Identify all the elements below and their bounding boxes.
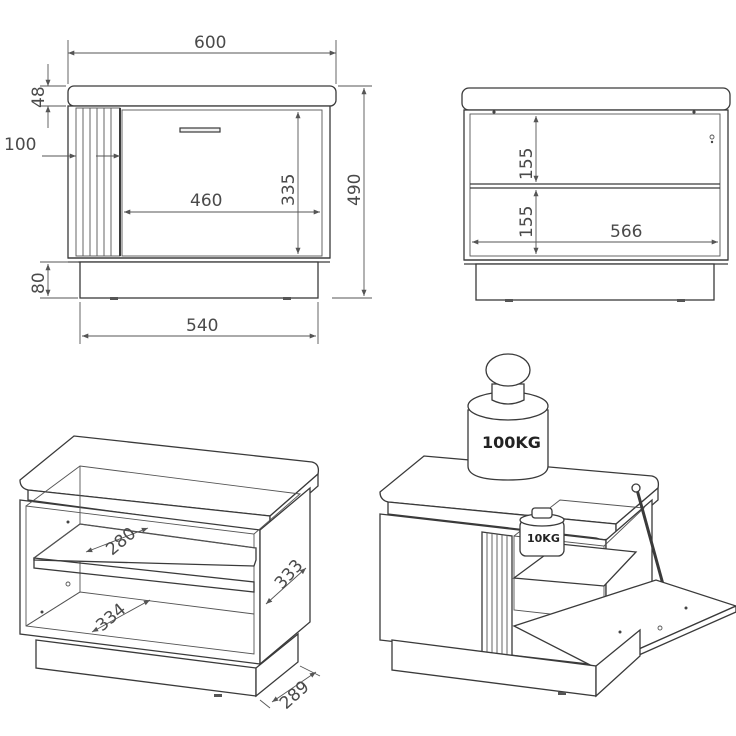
iso-shelf <box>33 557 255 593</box>
dim-inner-width: 566 <box>610 222 642 242</box>
dim-base-width: 540 <box>186 316 218 336</box>
dim-base-height: 80 <box>29 272 49 294</box>
back-base <box>475 263 715 301</box>
iso-view: 280 334 333 289 <box>19 435 321 714</box>
back-body <box>463 109 729 261</box>
dim-lower-shelf: 155 <box>517 206 537 238</box>
dim-total-height: 490 <box>345 174 365 206</box>
big-weight: 100KG <box>467 353 549 481</box>
front-base <box>79 261 319 299</box>
door-handle <box>179 127 221 133</box>
dim-width-top: 600 <box>194 33 226 53</box>
dim-slat-width: 100 <box>4 135 36 155</box>
front-seat-cushion <box>67 85 337 107</box>
front-door <box>121 109 323 257</box>
dim-door-height: 335 <box>279 174 299 206</box>
back-view: 155 155 566 <box>461 87 731 302</box>
load-view: 10KG 100KG <box>379 353 736 698</box>
front-slats <box>75 107 121 257</box>
dim-seat-height: 48 <box>29 86 49 108</box>
big-weight-label: 100KG <box>482 433 541 452</box>
load-open-flap <box>512 579 736 669</box>
front-view: 600 48 100 460 335 490 80 540 <box>4 33 372 344</box>
dim-base-depth: 289 <box>276 677 313 714</box>
small-weight-label: 10KG <box>527 532 560 545</box>
dim-door-width: 460 <box>190 191 222 211</box>
back-cavity <box>469 113 721 257</box>
iso-base-side <box>255 632 299 698</box>
dim-upper-shelf: 155 <box>517 148 537 180</box>
small-weight: 10KG <box>519 507 565 557</box>
load-slats <box>481 531 513 669</box>
back-seat-cushion <box>461 87 731 111</box>
